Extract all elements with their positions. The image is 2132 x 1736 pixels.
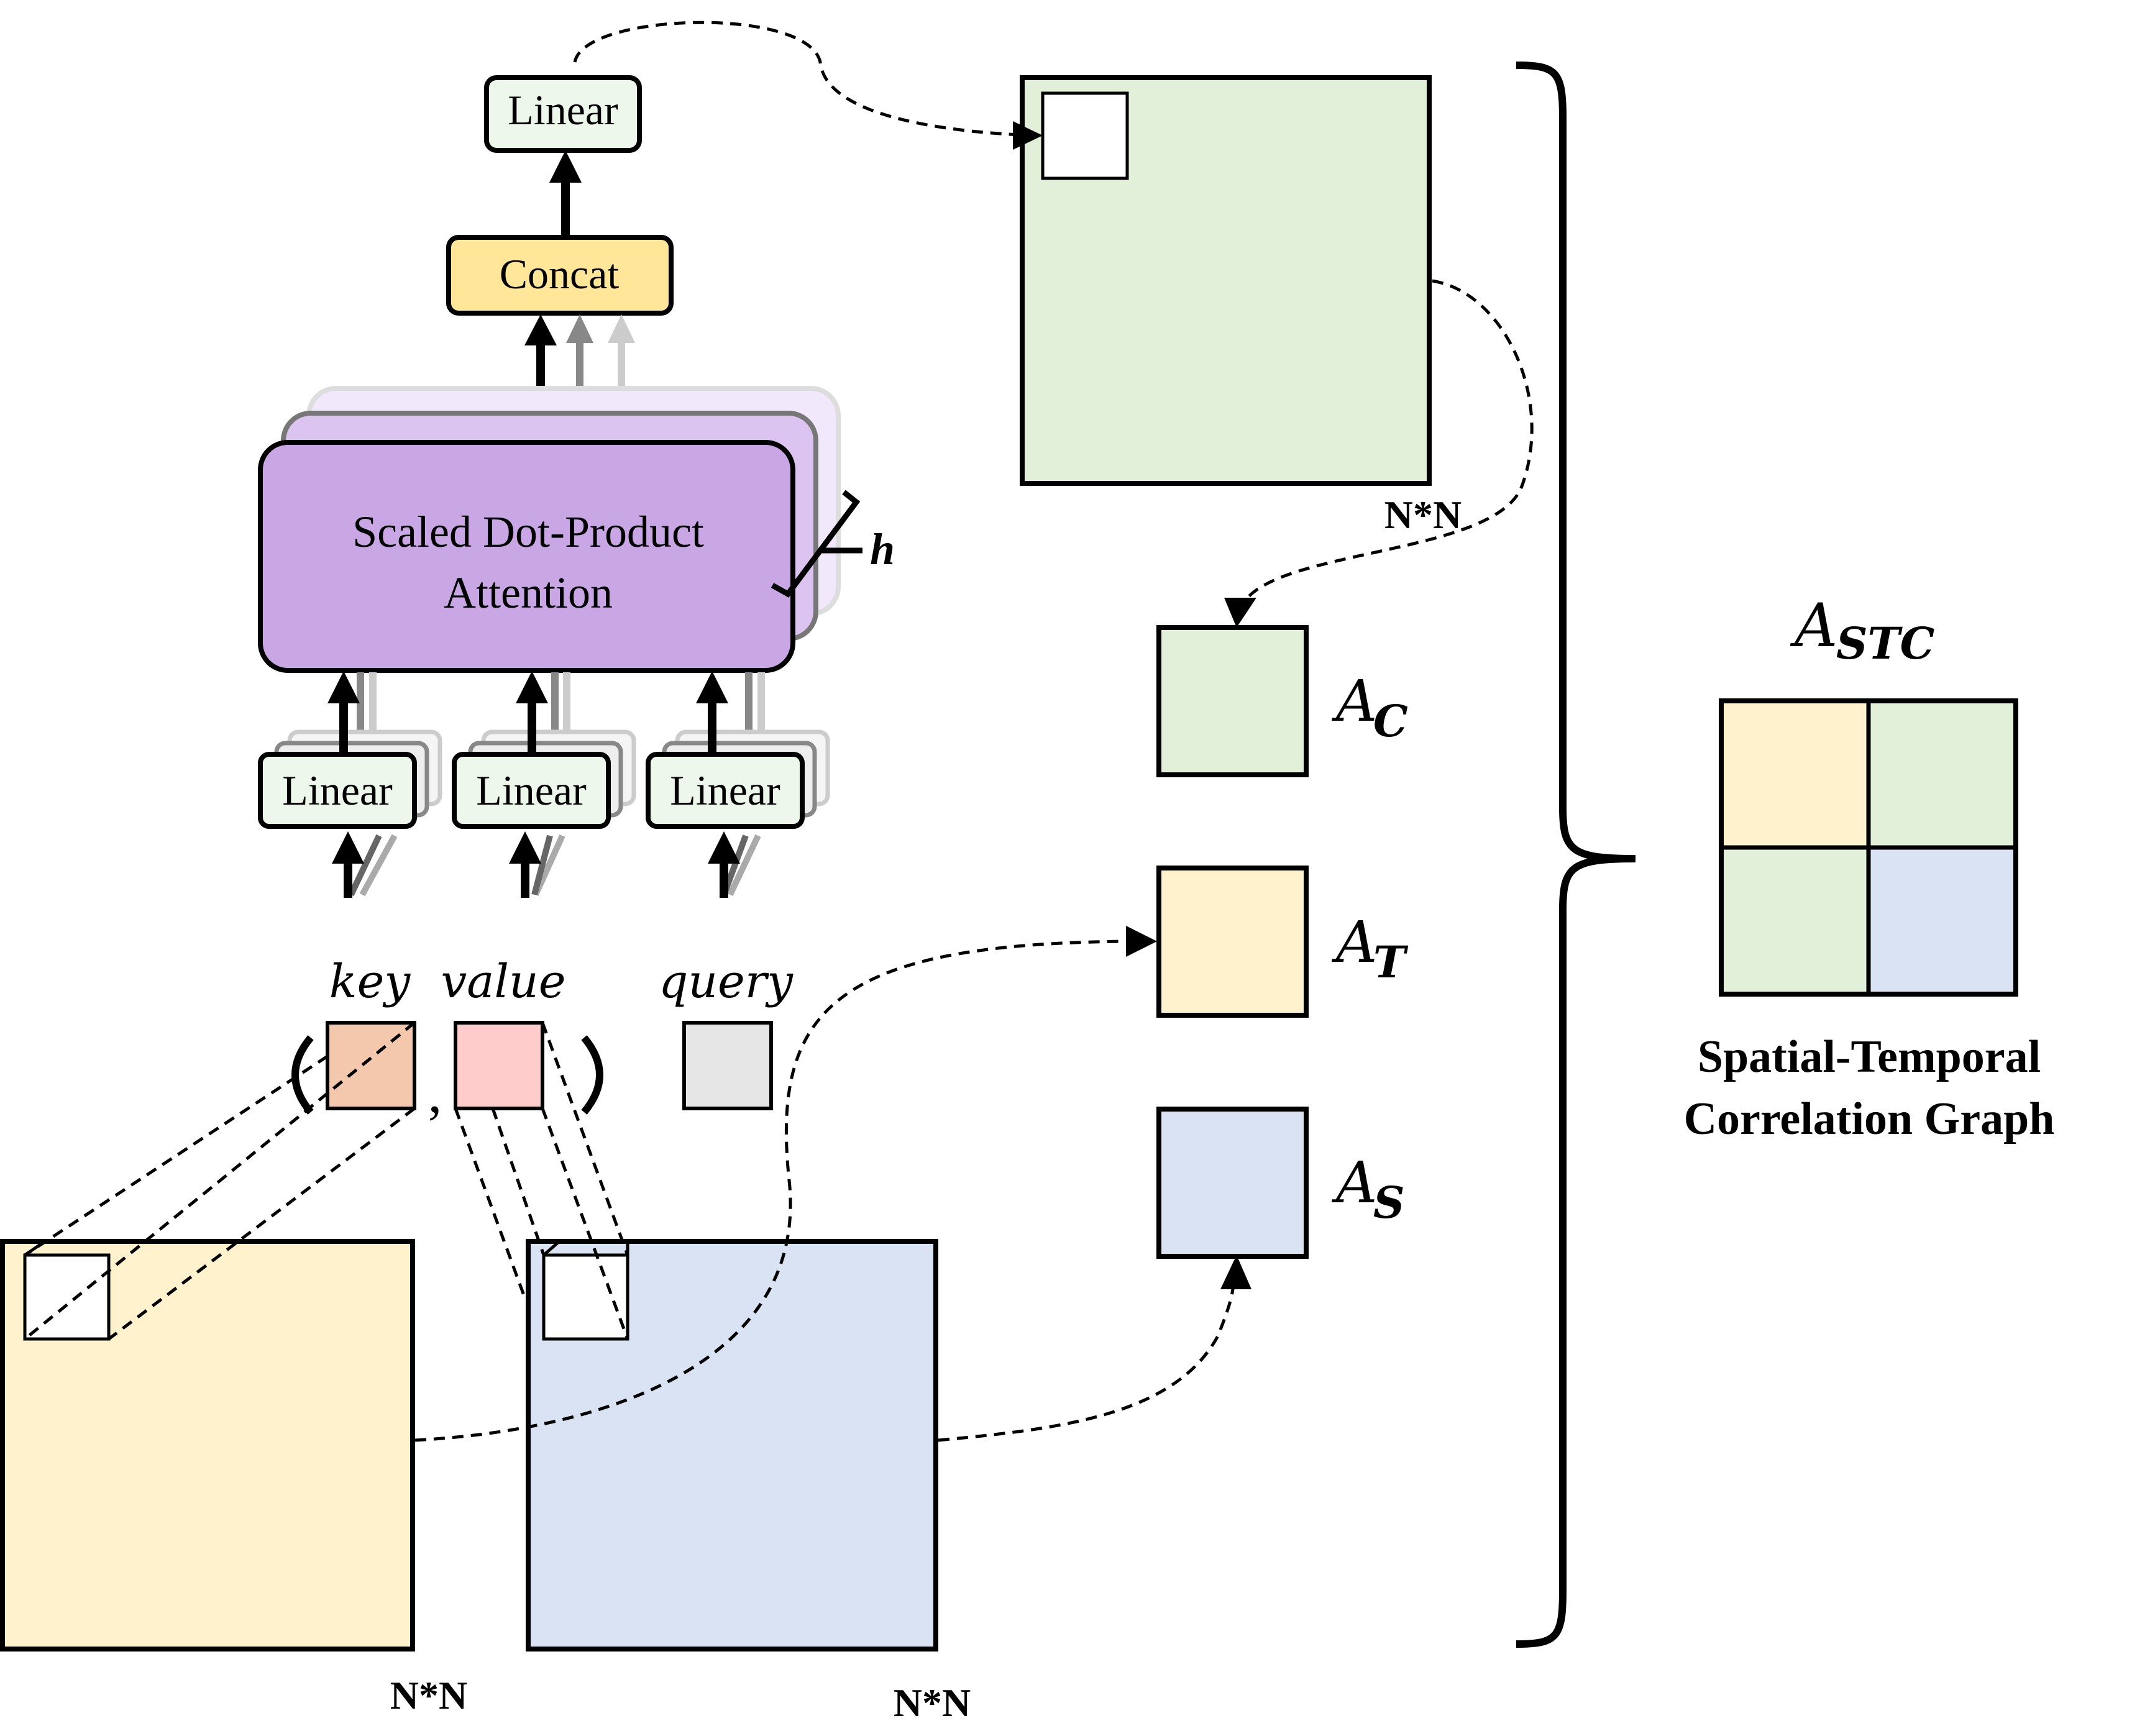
graph-caption-line2: Correlation Graph [1684, 1094, 2055, 1144]
tuple-open-paren [291, 1035, 314, 1115]
ac-matrix [1156, 625, 1309, 777]
key-label: key [329, 955, 411, 1008]
tuple-comma: , [428, 1063, 442, 1125]
head2-output-arrowhead [566, 314, 593, 343]
value-projection-line-3 [541, 1108, 629, 1340]
top-linear-box [484, 75, 642, 153]
attention-label-line1: Scaled Dot-Product [352, 507, 704, 557]
correlation-to-ac-arrowhead [1224, 598, 1256, 628]
concat-box [446, 235, 674, 316]
as-block: A S [1156, 1107, 1405, 1259]
stc-graph: A STC Spatial-Temporal Correlation Graph [1684, 591, 2055, 1144]
query-input-arrowhead [708, 831, 740, 864]
correlation-matrix: N*N [1020, 75, 1462, 537]
value-projection-line-2 [491, 1108, 546, 1256]
key-linear-group: Linear [258, 671, 442, 829]
temporal-size-label: N*N [390, 1673, 467, 1717]
correlation-matrix-cell [1041, 91, 1129, 180]
as-label-base: A [1331, 1149, 1377, 1216]
value-input-arrowhead [509, 831, 541, 864]
at-label-base: A [1331, 909, 1377, 975]
key-linear-to-attention-arrowhead [327, 671, 360, 703]
query-block [682, 1021, 773, 1110]
value-label: value [441, 955, 565, 1008]
linear-to-correlation-arrowhead [1013, 121, 1043, 150]
concat-to-linear-arrowhead [549, 150, 582, 183]
spatial-to-as-curve [938, 1279, 1235, 1442]
correlation-to-ac-curve [1238, 279, 1534, 613]
ac-label-base: A [1331, 668, 1377, 734]
correlation-size-label: N*N [1384, 493, 1462, 537]
key-projection-line-2 [24, 1021, 416, 1340]
ac-label-sub: C [1373, 695, 1408, 747]
query-input-shadow-line [727, 834, 761, 897]
tuple-close-paren [581, 1035, 603, 1115]
stc-label-sub: STC [1836, 618, 1935, 669]
key-input-arrowhead [332, 831, 364, 864]
temporal-to-at-curve [414, 939, 1125, 1442]
value-linear-label: Linear [476, 767, 587, 814]
key-input-shadow-line [359, 834, 398, 897]
attention-head-1 [258, 440, 795, 673]
value-linear-group: Linear [452, 671, 636, 829]
at-label-sub: T [1373, 936, 1409, 988]
stc-label-base: A [1790, 591, 1837, 660]
key-block [326, 1021, 416, 1110]
key-projection-line-1 [24, 1054, 329, 1257]
concat-block: Concat [446, 235, 674, 316]
grouping-brace [1516, 62, 1636, 1648]
key-input-shadow-line-2 [348, 834, 382, 897]
value-projection-lines [454, 1022, 629, 1340]
temporal-to-at-arrowhead [1126, 926, 1157, 957]
query-label: query [659, 955, 794, 1008]
stc-cell-bottom-right [1869, 847, 2016, 994]
ac-block: A C [1156, 625, 1408, 777]
spatial-to-as-arrowhead [1220, 1255, 1251, 1289]
temporal-matrix: N*N [0, 1239, 467, 1717]
top-linear-label: Linear [508, 86, 618, 134]
stc-cell-top-right [1869, 701, 2016, 847]
value-block [454, 1021, 544, 1110]
query-linear-to-attention-arrowhead [696, 671, 728, 703]
spatial-size-label: N*N [894, 1681, 971, 1725]
at-matrix [1156, 866, 1309, 1018]
temporal-matrix-cell [23, 1253, 111, 1341]
value-projection-line-1 [454, 1108, 527, 1299]
linear-to-correlation-curve [573, 21, 1035, 137]
key-linear-label: Linear [282, 767, 393, 814]
heads-label: h [870, 524, 895, 574]
query-linear-group: Linear [646, 671, 830, 829]
attention-label-line2: Attention [444, 568, 613, 618]
key-projection-line-3 [108, 1107, 416, 1340]
key-projection-lines [24, 1021, 416, 1340]
stc-cell-top-left [1721, 701, 1869, 847]
stc-cell-bottom-left [1721, 847, 1869, 994]
spatial-matrix-cell [542, 1253, 629, 1341]
head3-output-arrowhead [608, 314, 635, 343]
query-linear-box [646, 752, 805, 829]
head1-output-arrowhead [524, 314, 557, 345]
concat-label: Concat [500, 250, 620, 298]
value-linear-to-attention-arrowhead [516, 671, 548, 703]
spatial-cell-edge-1 [542, 1240, 560, 1256]
attention-stack: Scaled Dot-Product Attention h [258, 386, 895, 673]
as-matrix [1156, 1107, 1309, 1259]
value-projection-line-4 [541, 1022, 629, 1256]
graph-caption-line1: Spatial-Temporal [1698, 1031, 2041, 1082]
value-input-shadow-line-2 [531, 834, 553, 896]
top-linear-block: Linear [484, 75, 642, 153]
query-linear-label: Linear [670, 767, 780, 814]
at-block: A T [1156, 866, 1409, 1018]
key-linear-box [258, 752, 417, 829]
as-label-sub: S [1373, 1177, 1405, 1228]
spatial-matrix: N*N [526, 1239, 971, 1725]
